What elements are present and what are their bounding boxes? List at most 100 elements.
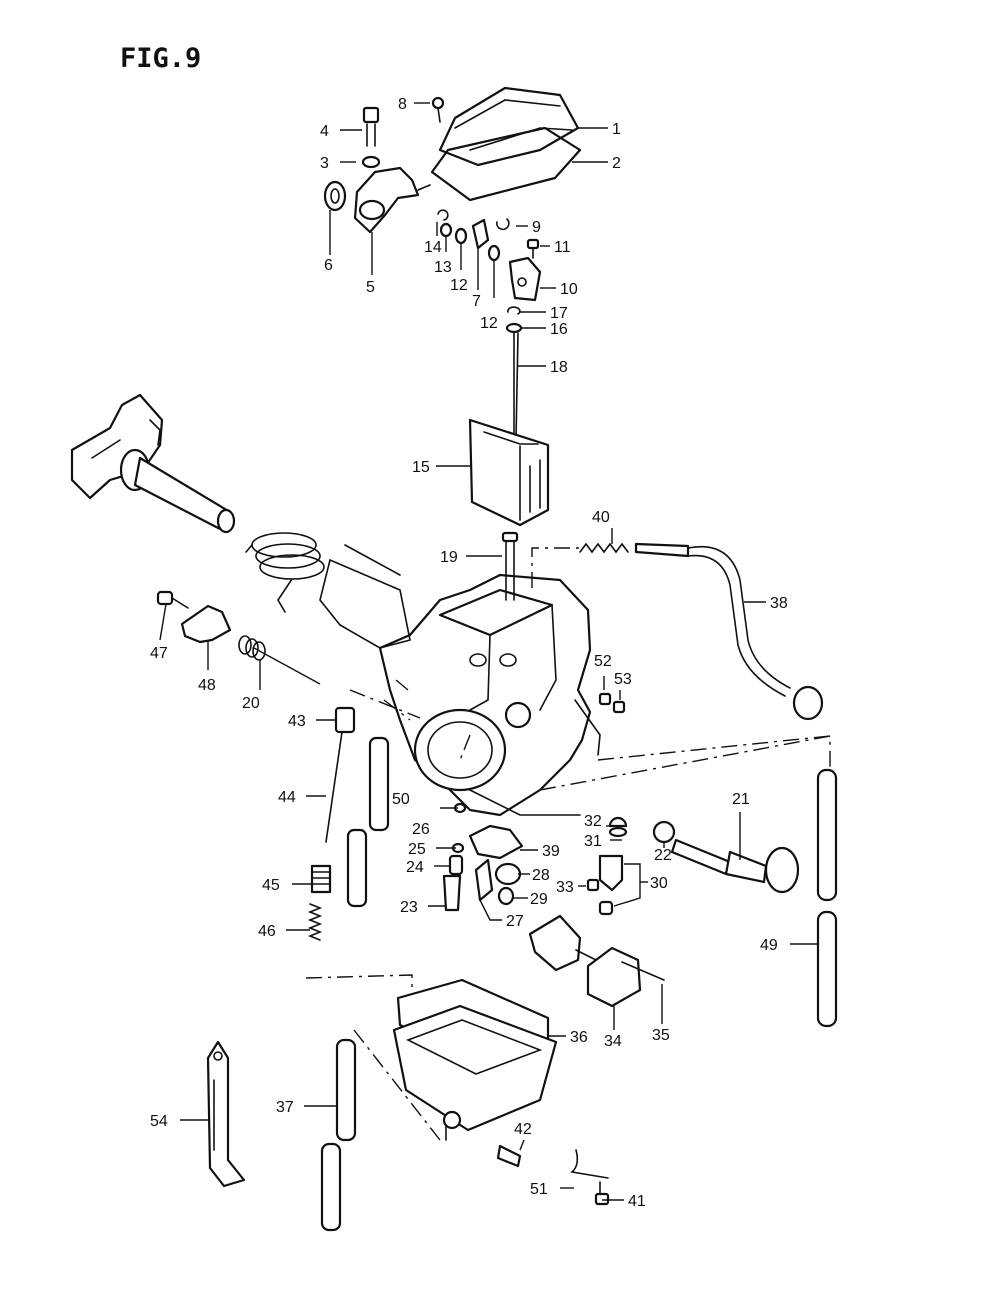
callout-3: 3: [320, 155, 329, 172]
throttle-stop-screw: [156, 590, 189, 609]
callout-11: 11: [554, 239, 571, 256]
lever-washer: [323, 180, 347, 212]
callout-44: 44: [278, 789, 296, 806]
callout-49: 49: [760, 937, 778, 954]
callout-12-upper: 12: [450, 277, 468, 294]
top-cover: [438, 86, 580, 167]
callout-labels: 1 2 3 4 5 6 7 8 9 10 11 12 12 13 14 15 1…: [150, 96, 788, 1210]
callout-25: 25: [408, 841, 426, 858]
callout-39: 39: [542, 843, 560, 860]
float-pin-screw: [586, 878, 600, 892]
callout-36: 36: [570, 1029, 588, 1046]
callout-14: 14: [424, 239, 442, 256]
adjuster-spring-46: [307, 903, 323, 941]
lever-bolt: [362, 106, 380, 147]
throttle-slide: [468, 418, 550, 527]
callout-48: 48: [198, 677, 216, 694]
throttle-lever: [353, 166, 431, 234]
drain-screw-42: [496, 1144, 522, 1168]
callout-45: 45: [262, 877, 280, 894]
drain-hose-49: [816, 768, 838, 1028]
idle-jet-cap: [334, 706, 356, 734]
callout-17: 17: [550, 305, 568, 322]
float-needle-30: [598, 816, 628, 916]
callout-26: 26: [412, 821, 430, 838]
float-bowl: [392, 1004, 558, 1141]
callout-27: 27: [506, 913, 524, 930]
hose-clamp-54: [206, 1040, 246, 1188]
callout-6: 6: [324, 257, 333, 274]
small-links: [437, 209, 510, 262]
callout-20: 20: [242, 695, 260, 712]
callout-41: 41: [628, 1193, 646, 1210]
cable-adjuster-spring: [579, 542, 629, 554]
callout-18: 18: [550, 359, 568, 376]
stop-screw-bracket: [180, 604, 232, 644]
overflow-tube: [570, 1149, 609, 1179]
callout-7: 7: [472, 293, 481, 310]
callout-1: 1: [612, 121, 621, 138]
callout-53: 53: [614, 671, 632, 688]
stop-screw-spring: [238, 635, 266, 661]
callout-22: 22: [654, 847, 672, 864]
lever-lock-washer: [361, 155, 381, 169]
callout-12-lower: 12: [480, 315, 498, 332]
callout-4: 4: [320, 123, 329, 140]
cover-screw: [431, 96, 445, 123]
callout-32: 32: [584, 813, 602, 830]
callout-42: 42: [514, 1121, 532, 1138]
callout-35: 35: [652, 1027, 670, 1044]
callout-52: 52: [594, 653, 612, 670]
bowl-screw-41: [594, 1181, 610, 1206]
cover-gasket: [430, 126, 582, 202]
callout-21: 21: [732, 791, 750, 808]
main-jet-holder: [468, 824, 524, 860]
callout-10: 10: [560, 281, 578, 298]
choke-plunger: [652, 820, 800, 894]
callout-51: 51: [530, 1181, 548, 1198]
needle-jet-27: [474, 858, 494, 902]
pilot-screws: [598, 692, 626, 714]
callout-24: 24: [406, 859, 424, 876]
callout-31: 31: [584, 833, 602, 850]
float-assembly: [528, 914, 642, 1008]
callout-43: 43: [288, 713, 306, 730]
callout-54: 54: [150, 1113, 168, 1130]
callout-13: 13: [434, 259, 452, 276]
callout-38: 38: [770, 595, 788, 612]
needle-clip-and-washer: [505, 306, 523, 334]
callout-23: 23: [400, 899, 418, 916]
idle-jet-rod: [325, 731, 343, 843]
callout-47: 47: [150, 645, 168, 662]
callout-19: 19: [440, 549, 458, 566]
throttle-housing: [70, 393, 236, 534]
callout-33: 33: [556, 879, 574, 896]
callout-9: 9: [532, 219, 541, 236]
callout-50: 50: [392, 791, 410, 808]
callout-8: 8: [398, 96, 407, 113]
carburetor-body: [319, 544, 601, 817]
callout-15: 15: [412, 459, 430, 476]
callout-29: 29: [530, 891, 548, 908]
callout-16: 16: [550, 321, 568, 338]
float-valve-parts: [494, 862, 522, 906]
jet-needle: [513, 332, 519, 441]
vent-hose-37: [320, 1038, 357, 1232]
callout-28: 28: [532, 867, 550, 884]
slide-spring: [245, 532, 325, 613]
leader-lines: [159, 102, 818, 1201]
vent-hose-50: [346, 736, 390, 908]
throttle-cable: [634, 542, 824, 721]
figure-title: FIG.9: [120, 43, 201, 74]
callout-34: 34: [604, 1033, 622, 1050]
callout-2: 2: [612, 155, 621, 172]
callout-46: 46: [258, 923, 276, 940]
locator-lines: [305, 547, 831, 1141]
jets-stack: [442, 802, 467, 912]
callout-5: 5: [366, 279, 375, 296]
callout-37: 37: [276, 1099, 294, 1116]
callout-40: 40: [592, 509, 610, 526]
slide-guide-screw: [501, 531, 519, 601]
linkage-bracket: [508, 238, 542, 302]
